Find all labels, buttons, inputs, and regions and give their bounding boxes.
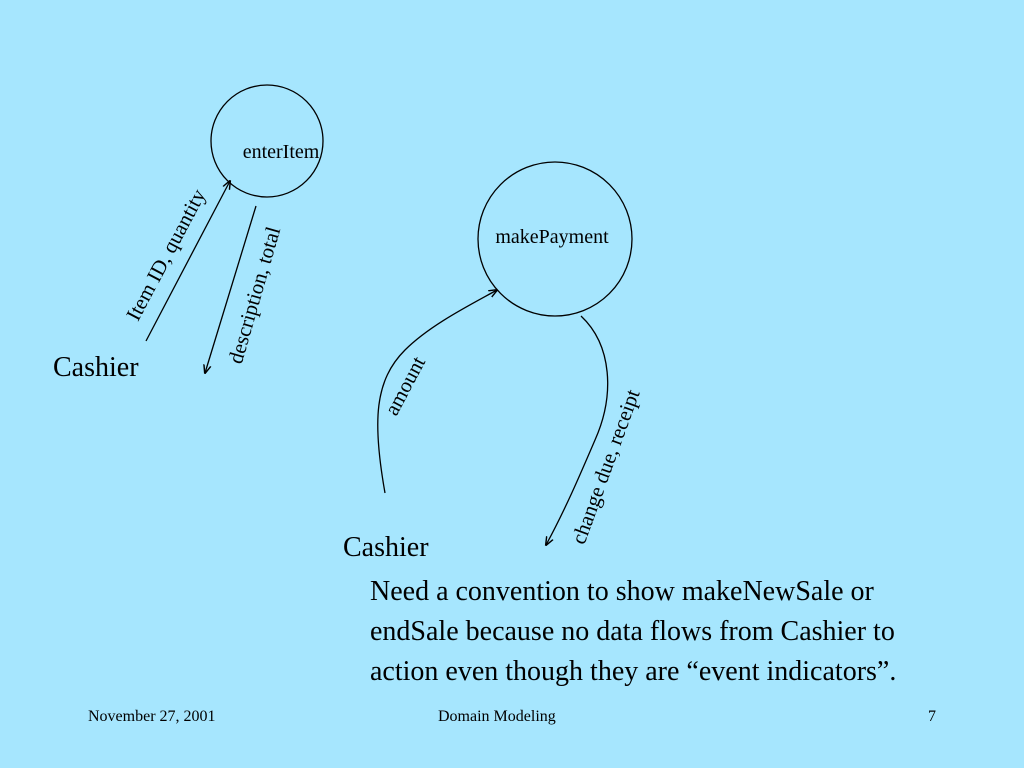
enter-item-process-label: enterItem [243, 141, 320, 163]
note-line-2: endSale because no data flows from Cashi… [370, 616, 895, 647]
item-id-quantity-arrow [145, 181, 230, 342]
footer-date: November 27, 2001 [88, 708, 216, 725]
page-number: 7 [928, 708, 936, 725]
change-due-receipt-arrow [546, 315, 609, 545]
make-payment-process-label: makePayment [495, 226, 609, 248]
amount-arrow [377, 290, 497, 494]
amount-label: amount [379, 352, 430, 419]
enter-item-process-circle [210, 84, 324, 198]
make-payment-process-circle [477, 161, 633, 317]
description-total-arrow [205, 205, 257, 373]
cashier-actor-bottom: Cashier [343, 532, 429, 563]
note-line-1: Need a convention to show makeNewSale or [370, 576, 874, 607]
note-line-3: action even though they are “event indic… [370, 656, 897, 687]
description-total-label: description, total [223, 224, 285, 366]
footer-title: Domain Modeling [438, 708, 556, 725]
cashier-actor-top: Cashier [53, 352, 139, 383]
convention-note: Need a convention to show makeNewSale or… [370, 572, 1020, 692]
